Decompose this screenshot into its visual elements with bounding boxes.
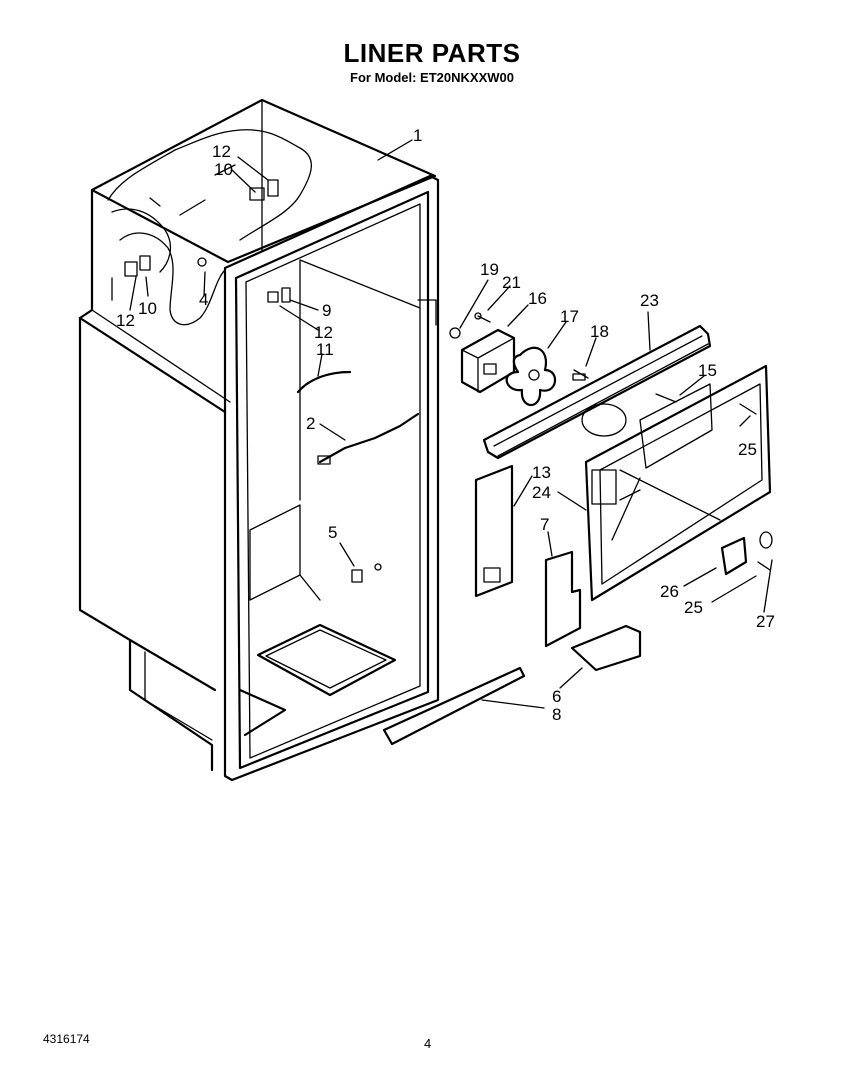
callout-17: 17 bbox=[560, 307, 579, 326]
callout-9: 9 bbox=[322, 301, 331, 320]
callout-16: 16 bbox=[528, 289, 547, 308]
callout-5: 5 bbox=[328, 523, 337, 542]
callout-4: 4 bbox=[199, 290, 208, 309]
callout-2: 2 bbox=[306, 414, 315, 433]
callout-12-top: 12 bbox=[212, 142, 231, 161]
callout-8: 8 bbox=[552, 705, 561, 724]
callout-7: 7 bbox=[540, 515, 549, 534]
model-subtitle: For Model: ET20NKXXW00 bbox=[350, 70, 514, 85]
fan-motor-assembly bbox=[449, 312, 589, 407]
leader-lines bbox=[111, 139, 773, 709]
callout-19: 19 bbox=[480, 260, 499, 279]
callout-13: 13 bbox=[532, 463, 551, 482]
page-number: 4 bbox=[424, 1036, 432, 1051]
callout-18: 18 bbox=[590, 322, 609, 341]
callout-21: 21 bbox=[502, 273, 521, 292]
callout-6: 6 bbox=[552, 687, 561, 706]
callout-26: 26 bbox=[660, 582, 679, 601]
rear-panel bbox=[584, 364, 772, 602]
callout-23: 23 bbox=[640, 291, 659, 310]
callout-labels: 1 12 10 4 12 10 9 12 11 2 5 19 21 16 17 … bbox=[116, 126, 775, 724]
callout-12-left: 12 bbox=[116, 311, 135, 330]
callout-12-mid: 12 bbox=[314, 323, 333, 342]
callout-10-left: 10 bbox=[138, 299, 157, 318]
evaporator-cover-grille bbox=[482, 324, 712, 460]
callout-1: 1 bbox=[413, 126, 422, 145]
callout-25-right: 25 bbox=[738, 440, 757, 459]
small-parts bbox=[382, 464, 773, 746]
callout-27: 27 bbox=[756, 612, 775, 631]
liner-cabinet bbox=[78, 98, 440, 782]
document-number: 4316174 bbox=[43, 1032, 90, 1046]
callout-11: 11 bbox=[316, 340, 334, 359]
callout-10-top: 10 bbox=[214, 160, 233, 179]
callout-25-bottom: 25 bbox=[684, 598, 703, 617]
page-title: LINER PARTS bbox=[343, 38, 521, 68]
callout-15: 15 bbox=[698, 361, 717, 380]
callout-24: 24 bbox=[532, 483, 551, 502]
